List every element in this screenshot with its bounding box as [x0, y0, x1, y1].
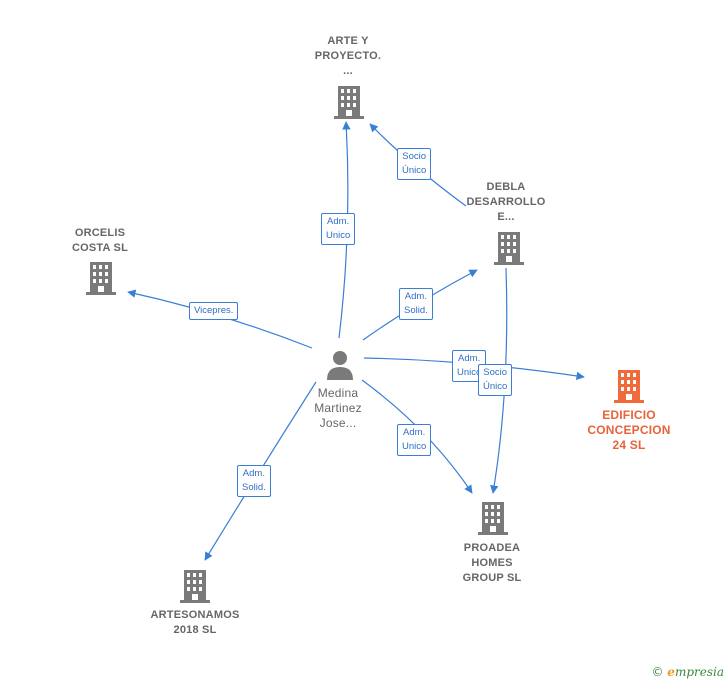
building-icon[interactable] — [180, 570, 210, 603]
brand-name: mpresia — [674, 665, 724, 679]
node-label-orcelis[interactable]: ORCELIS COSTA SL — [72, 227, 128, 254]
edge-label-medina-arte[interactable]: Adm. Unico — [321, 213, 356, 245]
building-icon[interactable] — [86, 262, 116, 295]
edge-label-medina-orcelis[interactable]: Vicepres. — [189, 302, 239, 320]
node-label-debla[interactable]: DEBLA DESARROLLO E... — [466, 181, 546, 223]
edge-label-medina-artesonamos[interactable]: Adm. Solid. — [237, 465, 271, 497]
edge-label-debla-proadea[interactable]: Socio Único — [478, 364, 513, 396]
building-icon[interactable] — [478, 502, 508, 535]
empresia-watermark: © empresia — [651, 665, 724, 679]
node-label-proadea[interactable]: PROADEA HOMES GROUP SL — [462, 542, 522, 584]
edge-label-medina-debla[interactable]: Adm. Solid. — [399, 288, 433, 320]
building-icon-highlight[interactable] — [614, 370, 644, 403]
edge-label-debla-arte[interactable]: Socio Único — [397, 148, 432, 180]
brand-initial: e — [667, 665, 675, 679]
building-icon[interactable] — [494, 232, 524, 265]
building-icon[interactable] — [334, 86, 364, 119]
person-icon[interactable] — [327, 351, 353, 380]
node-label-artesonamos[interactable]: ARTESONAMOS 2018 SL — [150, 609, 240, 636]
node-label-medina[interactable]: Medina Martinez Jose... — [314, 386, 362, 430]
copyright-symbol: © — [651, 665, 664, 679]
node-label-edificio[interactable]: EDIFICIO CONCEPCION 24 SL — [587, 408, 671, 452]
node-label-arte[interactable]: ARTE Y PROYECTO. ... — [314, 35, 382, 77]
edge-medina-orcelis[interactable] — [127, 289, 313, 349]
edge-label-medina-proadea[interactable]: Adm. Unico — [397, 424, 432, 456]
